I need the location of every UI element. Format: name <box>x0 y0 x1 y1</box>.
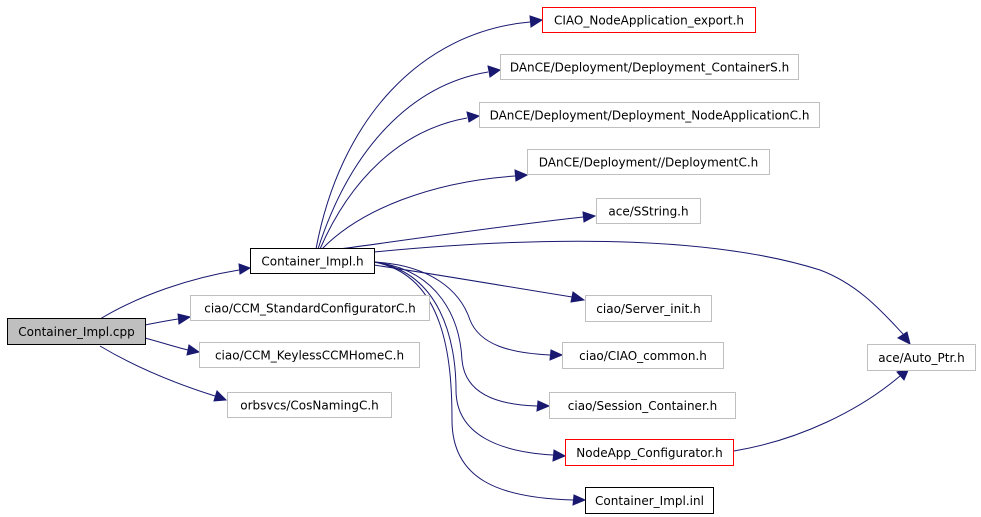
edge-impl-h-to-deployment-nodeappc <box>319 111 481 250</box>
node-server-init[interactable]: ciao/Server_init.h <box>585 295 712 322</box>
node-deploymentc[interactable]: DAnCE/Deployment//DeploymentC.h <box>527 149 770 175</box>
node-deployment-containers-label: DAnCE/Deployment/Deployment_ContainerS.h <box>510 61 789 75</box>
node-container-impl-cpp-box <box>7 318 146 345</box>
node-auto-ptr[interactable]: ace/Auto_Ptr.h <box>867 344 976 371</box>
edge-cpp-to-cos-naming <box>99 345 228 402</box>
node-sstring[interactable]: ace/SString.h <box>596 198 701 224</box>
node-session-container-box <box>549 392 736 419</box>
node-container-impl-cpp-label: Container_Impl.cpp <box>18 325 134 339</box>
node-deploymentc-label: DAnCE/Deployment//DeploymentC.h <box>539 156 759 170</box>
edge-impl-h-to-container-impl-inl <box>373 261 587 506</box>
node-container-impl-cpp[interactable]: Container_Impl.cpp <box>7 318 146 345</box>
node-container-impl-h-label: Container_Impl.h <box>261 255 363 269</box>
node-auto-ptr-box <box>867 344 976 371</box>
node-cos-naming-box <box>227 392 392 418</box>
edge-impl-h-to-ciao-common <box>373 261 564 361</box>
node-ciao-common-label: ciao/CIAO_common.h <box>579 349 707 363</box>
node-server-init-label: ciao/Server_init.h <box>596 302 700 316</box>
node-container-impl-h[interactable]: Container_Impl.h <box>250 248 375 274</box>
node-deployment-nodeappc[interactable]: DAnCE/Deployment/Deployment_NodeApplicat… <box>479 102 820 128</box>
node-cos-naming[interactable]: orbsvcs/CosNamingC.h <box>227 392 392 418</box>
node-sstring-label: ace/SString.h <box>608 205 688 219</box>
node-nodeapp-configurator-box <box>565 439 734 466</box>
edge-nodeapp-configurator-to-auto-ptr <box>733 367 910 452</box>
node-container-impl-inl-box <box>585 487 714 514</box>
node-nodeapp-configurator[interactable]: NodeApp_Configurator.h <box>565 439 734 466</box>
node-ccm-standard-configurator[interactable]: ciao/CCM_StandardConfiguratorC.h <box>190 295 430 321</box>
edge-impl-h-to-nodeapp-export <box>315 15 544 250</box>
node-ccm-keyless-home[interactable]: ciao/CCM_KeylessCCMHomeC.h <box>199 342 420 368</box>
node-container-impl-inl[interactable]: Container_Impl.inl <box>585 487 714 514</box>
edge-impl-h-to-session-container <box>373 261 551 412</box>
node-deployment-containers[interactable]: DAnCE/Deployment/Deployment_ContainerS.h <box>500 54 799 80</box>
graph-nodes: Container_Impl.cpp Container_Impl.h ciao… <box>7 7 976 514</box>
node-ccm-keyless-home-label: ciao/CCM_KeylessCCMHomeC.h <box>215 349 404 363</box>
edge-impl-h-to-nodeapp-configurator <box>373 261 567 462</box>
node-deploymentc-box <box>527 149 770 175</box>
graph-edges <box>99 15 911 506</box>
edge-cpp-to-impl-h <box>99 263 252 320</box>
node-ciao-common[interactable]: ciao/CIAO_common.h <box>562 342 724 369</box>
node-server-init-box <box>585 295 712 322</box>
node-session-container[interactable]: ciao/Session_Container.h <box>549 392 736 419</box>
node-ciao-nodeapp-export-label: CIAO_NodeApplication_export.h <box>554 14 744 28</box>
node-session-container-label: ciao/Session_Container.h <box>568 399 717 413</box>
node-ccm-keyless-home-box <box>199 342 420 368</box>
node-deployment-nodeappc-box <box>479 102 820 128</box>
node-deployment-nodeappc-label: DAnCE/Deployment/Deployment_NodeApplicat… <box>490 109 810 123</box>
node-auto-ptr-label: ace/Auto_Ptr.h <box>878 351 964 365</box>
edge-impl-h-to-deploymentc <box>321 169 529 250</box>
node-container-impl-inl-label: Container_Impl.inl <box>595 494 704 508</box>
node-sstring-box <box>596 198 701 224</box>
node-ccm-standard-configurator-box <box>190 295 430 321</box>
edge-impl-h-to-deployment-containers <box>317 65 502 250</box>
node-cos-naming-label: orbsvcs/CosNamingC.h <box>240 399 379 413</box>
node-deployment-containers-box <box>500 54 799 80</box>
node-ccm-standard-configurator-label: ciao/CCM_StandardConfiguratorC.h <box>204 302 416 316</box>
node-ciao-nodeapp-export[interactable]: CIAO_NodeApplication_export.h <box>542 7 756 33</box>
node-container-impl-h-box <box>250 248 375 274</box>
node-ciao-nodeapp-export-box <box>542 7 756 33</box>
edge-cpp-to-standard-configurator <box>144 313 192 326</box>
node-nodeapp-configurator-label: NodeApp_Configurator.h <box>576 446 722 460</box>
node-ciao-common-box <box>562 342 724 369</box>
edge-impl-h-to-auto-ptr <box>373 240 911 345</box>
edge-cpp-to-keyless-home <box>144 337 201 356</box>
edge-impl-h-to-sstring <box>339 211 597 250</box>
